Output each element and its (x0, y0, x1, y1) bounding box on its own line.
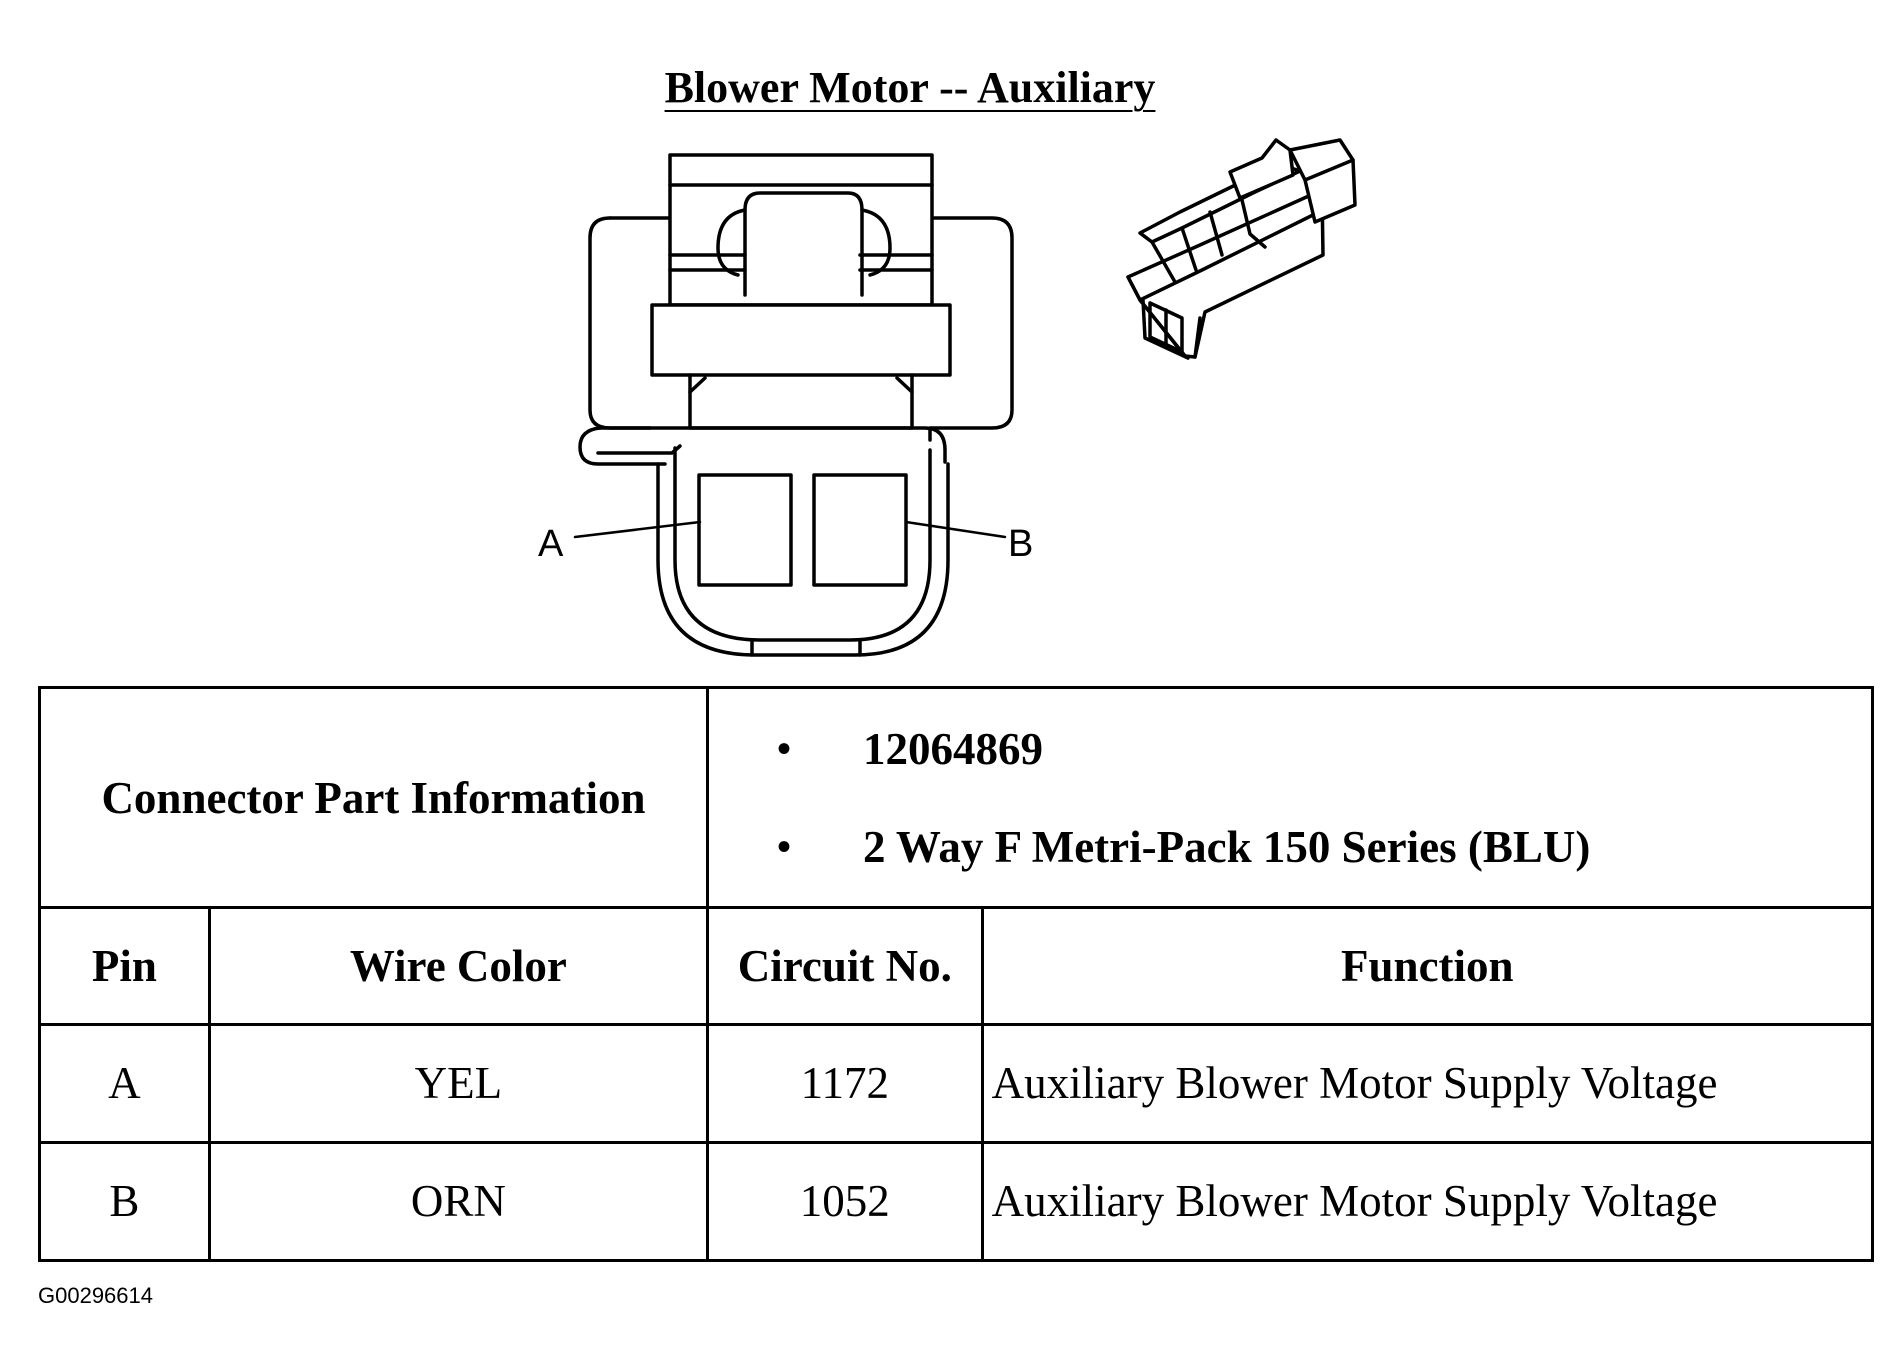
part-description: 2 Way F Metri-Pack 150 Series (BLU) (777, 798, 1871, 896)
connector-part-info-values: 12064869 2 Way F Metri-Pack 150 Series (… (705, 685, 1875, 910)
connector-isometric-view (1126, 138, 1357, 360)
figure-id: G00296614 (38, 1283, 153, 1308)
pin-label-b: B (1008, 523, 1033, 565)
row-a-function: Auxiliary Blower Motor Supply Voltage (980, 1022, 1875, 1144)
connector-front-view: A B (538, 153, 1033, 657)
header-pin: Pin (38, 906, 211, 1026)
diagram-title-text: Blower Motor -- Auxiliary (664, 63, 1156, 112)
header-function: Function (980, 906, 1875, 1026)
row-a-circuit-no: 1172 (705, 1022, 984, 1144)
row-b-pin: B (38, 1140, 211, 1263)
row-a-pin: A (38, 1022, 211, 1144)
connector-part-info-label: Connector Part Information (38, 685, 709, 910)
connector-drawing: A B (538, 138, 1357, 657)
row-a-wire-color: YEL (207, 1022, 709, 1144)
diagram-title: Blower Motor -- Auxiliary (0, 62, 1820, 113)
header-wire-color: Wire Color (207, 906, 709, 1026)
row-b-wire-color: ORN (207, 1140, 709, 1263)
row-b-circuit-no: 1052 (705, 1140, 984, 1263)
connector-table: Connector Part Information 12064869 2 Wa… (38, 685, 1875, 1263)
pin-label-a: A (538, 523, 564, 565)
part-number: 12064869 (777, 700, 1871, 798)
table-header-row: Pin Wire Color Circuit No. Function (38, 906, 1875, 1026)
connector-info-row: Connector Part Information 12064869 2 Wa… (38, 685, 1875, 910)
table-row: B ORN 1052 Auxiliary Blower Motor Supply… (38, 1140, 1875, 1263)
header-circuit-no: Circuit No. (705, 906, 984, 1026)
table-row: A YEL 1172 Auxiliary Blower Motor Supply… (38, 1022, 1875, 1144)
row-b-function: Auxiliary Blower Motor Supply Voltage (980, 1140, 1875, 1263)
